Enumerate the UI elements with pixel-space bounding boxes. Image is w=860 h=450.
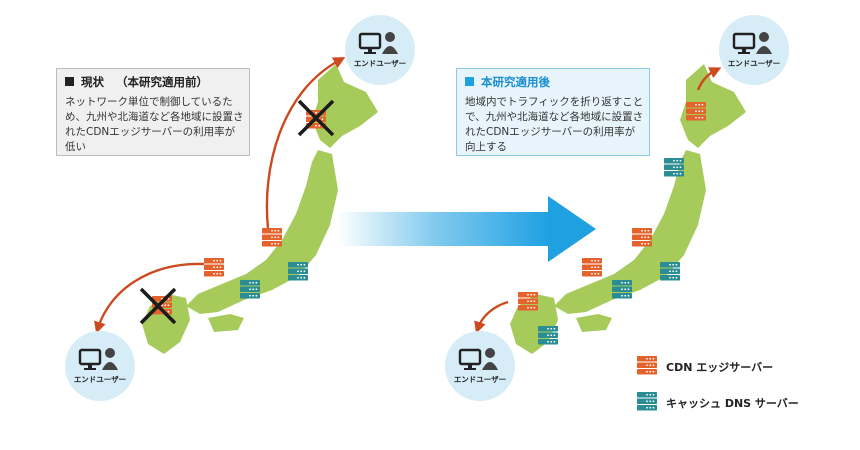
before-heading: 現状 （本研究適用前）	[65, 74, 208, 90]
after-heading: 本研究適用後	[465, 74, 550, 90]
end-user-kyushu-after: エンドユーザー	[445, 331, 515, 401]
square-bullet-icon	[465, 77, 474, 86]
cache-dns-server-east-before	[288, 262, 308, 281]
cache-dns-server-east-after	[660, 262, 680, 281]
before-description-box: 現状 （本研究適用前） ネットワーク単位で制御しているため、九州や北海道など各地…	[56, 68, 250, 156]
transition-arrow-icon	[338, 196, 596, 262]
before-description-text: ネットワーク単位で制御しているため、九州や北海道など各地域に設置されたCDNエッ…	[65, 96, 244, 153]
monitor-icon	[732, 32, 756, 54]
end-user-label: エンドユーザー	[354, 59, 406, 68]
monitor-icon	[358, 32, 382, 54]
after-heading-text: 本研究適用後	[481, 75, 550, 89]
legend-cdn-label: CDN エッジサーバー	[666, 361, 774, 374]
legend-dns-server-icon	[637, 392, 657, 411]
monitor-icon	[458, 348, 482, 370]
end-user-label: エンドユーザー	[454, 375, 506, 384]
end-user-circle	[345, 15, 415, 85]
cache-dns-server-kyushu-after	[538, 326, 558, 345]
end-user-circle	[445, 331, 515, 401]
user-icon	[756, 32, 772, 54]
after-description-box: 本研究適用後 地域内でトラフィックを折り返すことで、九州や北海道など各地域に設置…	[456, 68, 650, 156]
cross-mark-kyushu-icon	[139, 287, 177, 325]
cdn-edge-server-tokyo-before	[262, 228, 282, 247]
legend-cdn-rack	[637, 356, 657, 375]
legend-dns-label: キャッシュ DNS サーバー	[666, 397, 799, 410]
end-user-hokkaido-after: エンドユーザー	[719, 15, 789, 85]
monitor-icon	[78, 348, 102, 370]
shikoku-after	[576, 314, 612, 332]
cross-mark-hokkaido-icon	[297, 99, 335, 137]
cdn-edge-server-tokyo-after	[632, 228, 652, 247]
crosses-layer	[139, 99, 335, 325]
cache-dns-server-west-after	[612, 280, 632, 299]
end-user-hokkaido-before: エンドユーザー	[345, 15, 415, 85]
before-heading-text: 現状	[81, 75, 104, 89]
traffic-arrow-to-hokkaido-user-after	[696, 67, 722, 91]
hokkaido-after	[680, 64, 746, 148]
end-user-label: エンドユーザー	[74, 375, 126, 384]
end-user-label: エンドユーザー	[728, 59, 780, 68]
cache-dns-server-west-before	[240, 280, 260, 299]
shikoku-before	[208, 314, 244, 332]
end-user-circle	[65, 331, 135, 401]
legend-cdn-server-icon	[637, 356, 657, 375]
after-description-text: 地域内でトラフィックを折り返すことで、九州や北海道など各地域に設置されたCDNエ…	[465, 96, 644, 153]
before-heading-note: （本研究適用前）	[116, 75, 209, 89]
square-bullet-icon	[65, 77, 74, 86]
traffic-arrow-to-kyushu-user-before	[94, 262, 205, 334]
cdn-edge-server-osaka-after	[582, 258, 602, 277]
cdn-edge-server-kyushu-after	[518, 292, 538, 311]
user-icon	[382, 32, 398, 54]
traffic-arrow-to-hokkaido-user-before	[265, 57, 346, 229]
user-icon	[482, 348, 498, 370]
end-user-kyushu-before: エンドユーザー	[65, 331, 135, 401]
cdn-edge-server-hokkaido-after	[686, 102, 706, 121]
user-icon	[102, 348, 118, 370]
servers-layer	[152, 102, 706, 345]
hokkaido-before	[312, 64, 378, 148]
legend-dns-rack	[637, 392, 657, 411]
traffic-arrow-to-kyushu-user-after	[474, 300, 509, 334]
cdn-edge-server-osaka-before	[204, 258, 224, 277]
cache-dns-server-hokkaido-after	[664, 158, 684, 177]
end-user-circle	[719, 15, 789, 85]
